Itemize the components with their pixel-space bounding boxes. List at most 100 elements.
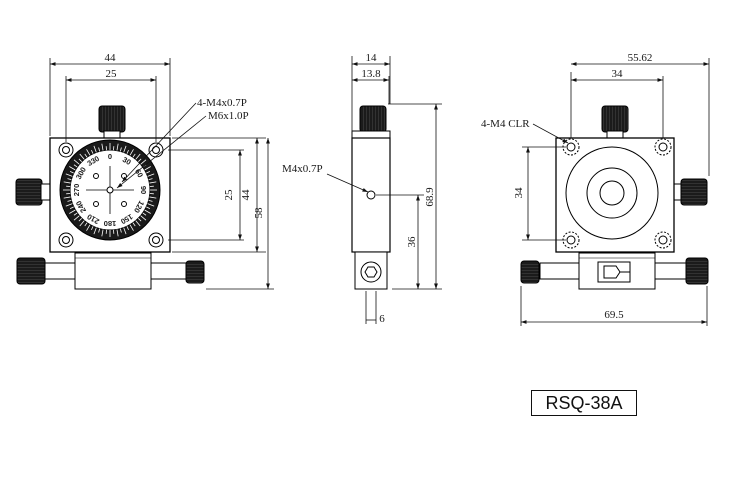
dial-tick (86, 149, 91, 156)
dim-total-width: 44 (105, 52, 117, 64)
side-knob-icon (351, 105, 391, 140)
dim-plate-height: 44 (240, 189, 252, 201)
front-slide-body (16, 252, 205, 290)
dial-tick (78, 218, 82, 222)
dial-tick (101, 143, 104, 151)
dim-hole-height: 36 (406, 236, 418, 248)
dial-tick (129, 224, 134, 231)
left-knob-icon (15, 178, 51, 206)
rear-rotary-platform (565, 146, 659, 240)
dial-tick (63, 181, 71, 184)
dial-tick (93, 227, 97, 235)
callout-center-thread: M6x1.0P (208, 110, 249, 122)
dial-tick (73, 164, 78, 168)
dial-tick (116, 229, 119, 237)
top-knob-icon (98, 105, 126, 139)
dim-hole-spacing-y: 25 (223, 189, 235, 201)
dial-tick (101, 229, 104, 237)
dial-tick (63, 196, 71, 199)
dial-tick (79, 153, 85, 160)
dial-tick (138, 158, 142, 162)
rear-knob-top-icon (601, 105, 629, 139)
dial-tick (123, 145, 127, 153)
dial-tick (73, 159, 80, 165)
dial-label: 60 (133, 167, 145, 179)
dial-tick (98, 228, 101, 233)
dial-tick (126, 149, 129, 154)
dial-tick (119, 147, 122, 152)
dim-overall-height: 58 (253, 207, 265, 219)
dim-hole-spacing-x: 25 (106, 68, 118, 80)
dim-outer-width: 14 (366, 52, 378, 64)
dial-tick (126, 226, 129, 231)
dim-rear-total-width: 55.62 (628, 52, 653, 64)
front-dimensions (49, 58, 274, 290)
dial-tick (67, 199, 72, 202)
dial-label: 270 (72, 184, 81, 197)
dial-tick (119, 228, 122, 233)
dim-rear-overall-width: 69.5 (604, 309, 624, 321)
dial-tick (148, 199, 153, 202)
dial-tick (116, 143, 119, 151)
side-view: 14 13.8 68.9 36 6 M4x0.7P (282, 52, 442, 325)
dial-tick (78, 158, 82, 162)
dial-tick (73, 215, 80, 221)
dial-tick (149, 181, 157, 184)
rear-knob-right-icon (672, 178, 708, 206)
hex-socket-icon (364, 266, 378, 278)
callout-clearance-holes: 4-M4 CLR (481, 118, 530, 130)
dial-label: 30 (121, 155, 133, 167)
dim-rear-hole-spacing-y: 34 (513, 187, 525, 199)
dial-tick (84, 222, 88, 227)
model-number-label: RSQ-38A (531, 390, 637, 416)
rear-dimensions (520, 58, 710, 326)
dial-tick (67, 178, 72, 181)
dim-rear-hole-spacing-x: 34 (612, 68, 624, 80)
dial-tick (93, 145, 97, 153)
side-dimensions (326, 56, 442, 324)
dial-tick (135, 220, 141, 227)
callout-side-thread: M4x0.7P (282, 163, 323, 175)
dial-tick (98, 147, 101, 152)
dial-label: 180 (104, 219, 117, 228)
dial-label: 0 (108, 152, 112, 161)
dim-side-overall-height: 68.9 (424, 187, 436, 207)
dial-tick (132, 153, 136, 158)
dial-tick (65, 203, 73, 207)
dial-label: 90 (139, 186, 148, 194)
dial-ticks (63, 143, 157, 237)
dim-inner-width: 13.8 (361, 68, 381, 80)
dial-tick (138, 218, 142, 222)
rear-slide-body (520, 252, 709, 290)
dial-tick (69, 209, 76, 214)
dial-tick (144, 209, 151, 214)
side-thread-hole-icon (366, 190, 376, 200)
dial-tick (132, 222, 136, 227)
dial-tick (149, 196, 157, 199)
dial-tick (69, 166, 76, 171)
dial-tick (140, 215, 147, 221)
dial-tick (129, 149, 134, 156)
dial-tick (140, 159, 147, 165)
lead-screw-icon (603, 265, 621, 279)
dial-tick (146, 171, 151, 174)
dial-tick (144, 166, 151, 171)
dial-tick (147, 173, 155, 177)
dim-bottom-offset: 6 (379, 313, 385, 325)
dial-tick (91, 149, 94, 154)
dial-tick (69, 206, 74, 209)
clearance-holes (562, 138, 672, 249)
dial-tick (146, 206, 151, 209)
dial-tick (123, 227, 127, 235)
rear-view: 55.62 34 34 69.5 4-M4 CLR (481, 52, 710, 326)
dial-tick (73, 212, 78, 216)
dial-tick (135, 153, 141, 160)
dial-tick (147, 203, 155, 207)
dial-tick (79, 220, 85, 227)
dial-tick (84, 153, 88, 158)
dial-tick (142, 212, 147, 216)
dial-tick (69, 171, 74, 174)
